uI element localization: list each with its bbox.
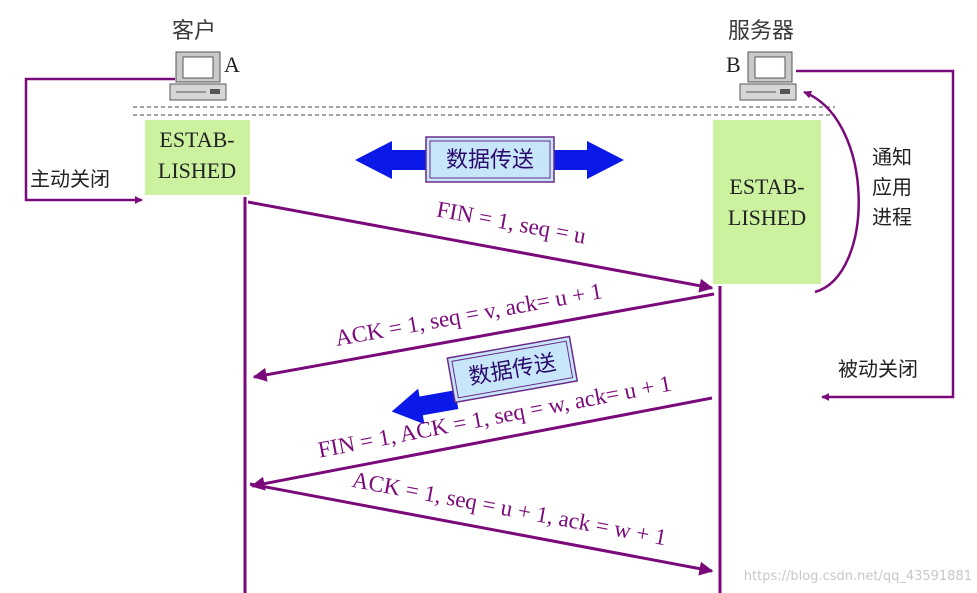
fin-message-arrow [247, 200, 714, 293]
client-active-close-arrow [24, 77, 175, 204]
server-state-line2: LISHED [728, 205, 806, 230]
client-state-box [145, 120, 250, 195]
notify-line3: 进程 [872, 205, 912, 229]
client-active-close-label: 主动关闭 [30, 167, 110, 191]
server-title: 服务器 [728, 19, 794, 44]
notify-line1: 通知 [872, 145, 912, 169]
client-state-line1: ESTAB- [159, 127, 234, 152]
server-state-line1: ESTAB- [729, 174, 804, 199]
fin-ack-message-arrow [250, 396, 713, 491]
client-computer-icon [169, 51, 227, 101]
notify-line2: 应用 [872, 175, 912, 199]
server-letter: B [726, 52, 741, 77]
unidirectional-data-transfer: 数据传送 [391, 335, 579, 425]
bidirectional-data-transfer: 数据传送 [355, 136, 624, 183]
unidirectional-banner-box [446, 335, 579, 404]
server-computer-icon [739, 51, 797, 101]
client-state-line2: LISHED [158, 158, 236, 183]
left-transfer-arrowhead [355, 141, 428, 179]
server-passive-close-arrow [796, 69, 955, 401]
unidirectional-transfer-arrowhead [391, 388, 459, 425]
final-ack-message-arrow [249, 482, 714, 576]
server-state-box [713, 120, 821, 284]
ack-message-arrow [252, 292, 715, 382]
bidirectional-banner-label: 数据传送 [446, 148, 534, 173]
client-title: 客户 [172, 19, 216, 44]
final-ack-message-label: ACK = 1, seq = u + 1, ack = w + 1 [350, 467, 668, 550]
notify-application-arrow [803, 90, 860, 294]
bidirectional-banner-box [425, 136, 555, 183]
watermark-text: https://blog.csdn.net/qq_43591881 [744, 569, 972, 584]
client-letter: A [224, 52, 240, 77]
server-passive-close-label: 被动关闭 [838, 357, 918, 381]
right-transfer-arrowhead [553, 141, 624, 179]
